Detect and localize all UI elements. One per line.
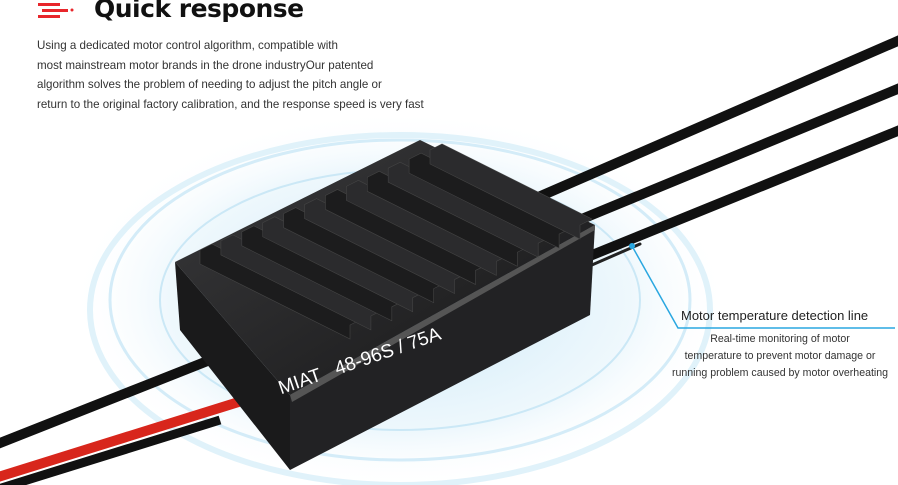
heatsink-fin bbox=[366, 170, 530, 267]
callout-line: Real-time monitoring of motor bbox=[710, 333, 850, 345]
right-cables bbox=[515, 35, 898, 270]
heatsink-fin bbox=[283, 207, 447, 304]
callout-line: temperature to prevent motor damage or bbox=[684, 350, 876, 362]
description-line: most mainstream motor brands in the dron… bbox=[37, 58, 374, 72]
callout-leader bbox=[629, 243, 895, 329]
heatsink-fin bbox=[304, 198, 468, 295]
page-title: Quick response bbox=[94, 0, 304, 23]
description-line: return to the original factory calibrati… bbox=[37, 97, 424, 111]
heatsink-fins bbox=[199, 143, 593, 340]
speed-lines-icon bbox=[38, 3, 74, 18]
description: Using a dedicated motor control algorith… bbox=[37, 36, 477, 114]
heatsink-fin bbox=[262, 216, 426, 313]
description-line: Using a dedicated motor control algorith… bbox=[37, 39, 338, 52]
heatsink-fin bbox=[241, 225, 405, 322]
heatsink-fin bbox=[429, 143, 593, 240]
heatsink-fin bbox=[346, 180, 510, 276]
heatsink-fin bbox=[387, 161, 551, 258]
callout-title: Motor temperature detection line bbox=[681, 308, 869, 323]
callout-line: running problem caused by motor overheat… bbox=[671, 367, 889, 379]
heatsink-fin bbox=[408, 152, 572, 249]
description-line: algorithm solves the problem of needing … bbox=[37, 78, 382, 91]
heatsink-fin bbox=[199, 243, 363, 340]
left-cables bbox=[0, 355, 247, 485]
callout-description: Real-time monitoring of motor temperatur… bbox=[660, 331, 898, 382]
section-heading: Quick response bbox=[80, 0, 304, 23]
heatsink-fin bbox=[325, 189, 489, 285]
heatsink-fin bbox=[220, 234, 384, 331]
